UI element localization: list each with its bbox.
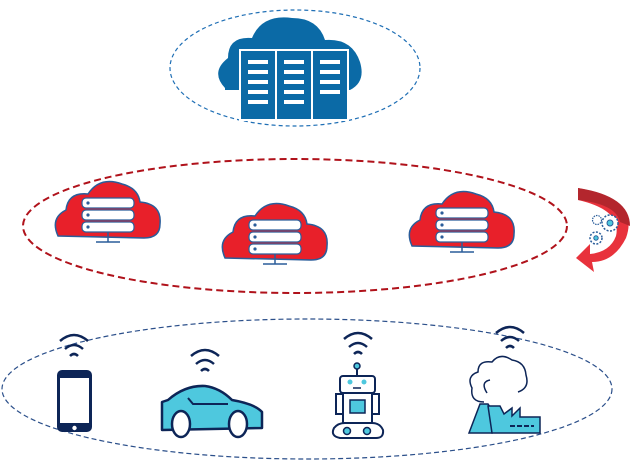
edge-server-cloud-icon [408,190,515,253]
robot-icon [331,331,385,439]
edge-layer-boundary [22,158,568,294]
device-layer-boundary [1,318,613,460]
red-cycle-arrow-gears-icon [576,188,630,272]
cloud-layer-boundary [169,9,421,127]
factory-icon [467,325,541,434]
smartphone-icon [57,333,92,432]
edge-server-cloud-icon [54,180,161,243]
edge-server-cloud-icon [221,202,328,265]
car-icon [160,348,264,439]
cloud-datacenter-icon [218,17,362,121]
